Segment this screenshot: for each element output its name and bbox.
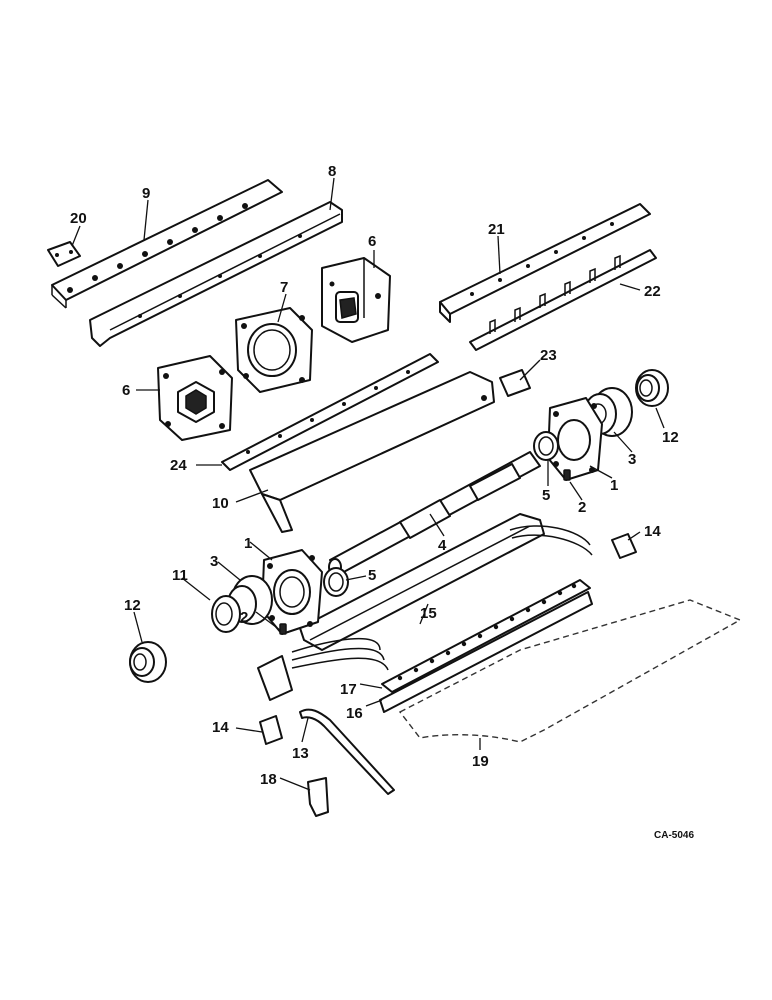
part-23-plate xyxy=(499,369,531,397)
part-17-strip xyxy=(381,579,591,693)
part-6-housing-lower xyxy=(157,355,233,441)
callout-7: 7 xyxy=(280,279,288,296)
part-19-panel xyxy=(398,599,742,743)
callout-3-right: 3 xyxy=(628,451,636,468)
callout-20: 20 xyxy=(70,210,87,227)
callout-6-lower: 6 xyxy=(122,382,130,399)
callout-labels: 20 9 8 6 7 6 21 22 23 24 10 12 3 1 5 2 4… xyxy=(70,163,679,788)
part-21-slat xyxy=(439,203,651,323)
callout-3-left: 3 xyxy=(210,553,218,570)
part-2-bolt-left xyxy=(279,623,287,635)
part-6-housing-upper xyxy=(321,257,391,343)
part-4-shaft xyxy=(328,451,541,576)
callout-10: 10 xyxy=(212,495,229,512)
callout-21: 21 xyxy=(488,221,505,238)
part-24-bar xyxy=(221,353,439,471)
callout-5-left: 5 xyxy=(368,567,376,584)
reference-code: CA-5046 xyxy=(654,830,694,841)
part-16-angle xyxy=(379,591,593,713)
part-10-cover xyxy=(249,371,495,533)
callout-9: 9 xyxy=(142,185,150,202)
part-15-bracket xyxy=(257,655,293,701)
part-1-flange-left xyxy=(261,549,323,635)
callout-11: 11 xyxy=(172,567,188,584)
part-11-collar xyxy=(211,595,241,633)
callout-14-left: 14 xyxy=(212,719,229,736)
part-14-plate-right xyxy=(611,533,637,559)
callout-15: 15 xyxy=(420,605,437,622)
callout-22: 22 xyxy=(644,283,661,300)
callout-1-left: 1 xyxy=(244,535,252,552)
callout-17: 17 xyxy=(340,681,357,698)
part-5-seal-left xyxy=(323,567,349,597)
part-5-seal-right xyxy=(533,431,559,461)
callout-14-right: 14 xyxy=(644,523,661,540)
part-9-bar xyxy=(51,179,283,309)
callout-16: 16 xyxy=(346,705,363,722)
part-20-plate xyxy=(47,241,81,267)
part-14-plate-left xyxy=(259,715,283,745)
part-12-bushing-upper xyxy=(635,369,669,407)
callout-4: 4 xyxy=(438,537,447,554)
callout-8: 8 xyxy=(328,163,336,180)
callout-24: 24 xyxy=(170,457,187,474)
callout-12-upper: 12 xyxy=(662,429,679,446)
part-8-angle-plate xyxy=(89,201,343,347)
callout-2-right: 2 xyxy=(578,499,586,516)
callout-19: 19 xyxy=(472,753,489,770)
part-15-fingers xyxy=(291,525,593,671)
part-2-bolt-right xyxy=(563,469,571,481)
part-18-clip xyxy=(307,777,329,817)
callout-6-upper: 6 xyxy=(368,233,376,250)
leader-lines xyxy=(71,177,665,791)
callout-18: 18 xyxy=(260,771,277,788)
callout-1-right: 1 xyxy=(610,477,618,494)
part-15-frame xyxy=(299,513,545,651)
part-12-bushing-left xyxy=(129,641,167,683)
callout-5-right: 5 xyxy=(542,487,550,504)
callout-23: 23 xyxy=(540,347,557,364)
callout-2-left: 2 xyxy=(240,609,248,626)
part-7-flange xyxy=(235,307,313,393)
callout-13: 13 xyxy=(292,745,309,762)
part-13-rod xyxy=(299,708,395,795)
callout-12-left: 12 xyxy=(124,597,141,614)
part-22-toothed-slat xyxy=(469,249,657,351)
